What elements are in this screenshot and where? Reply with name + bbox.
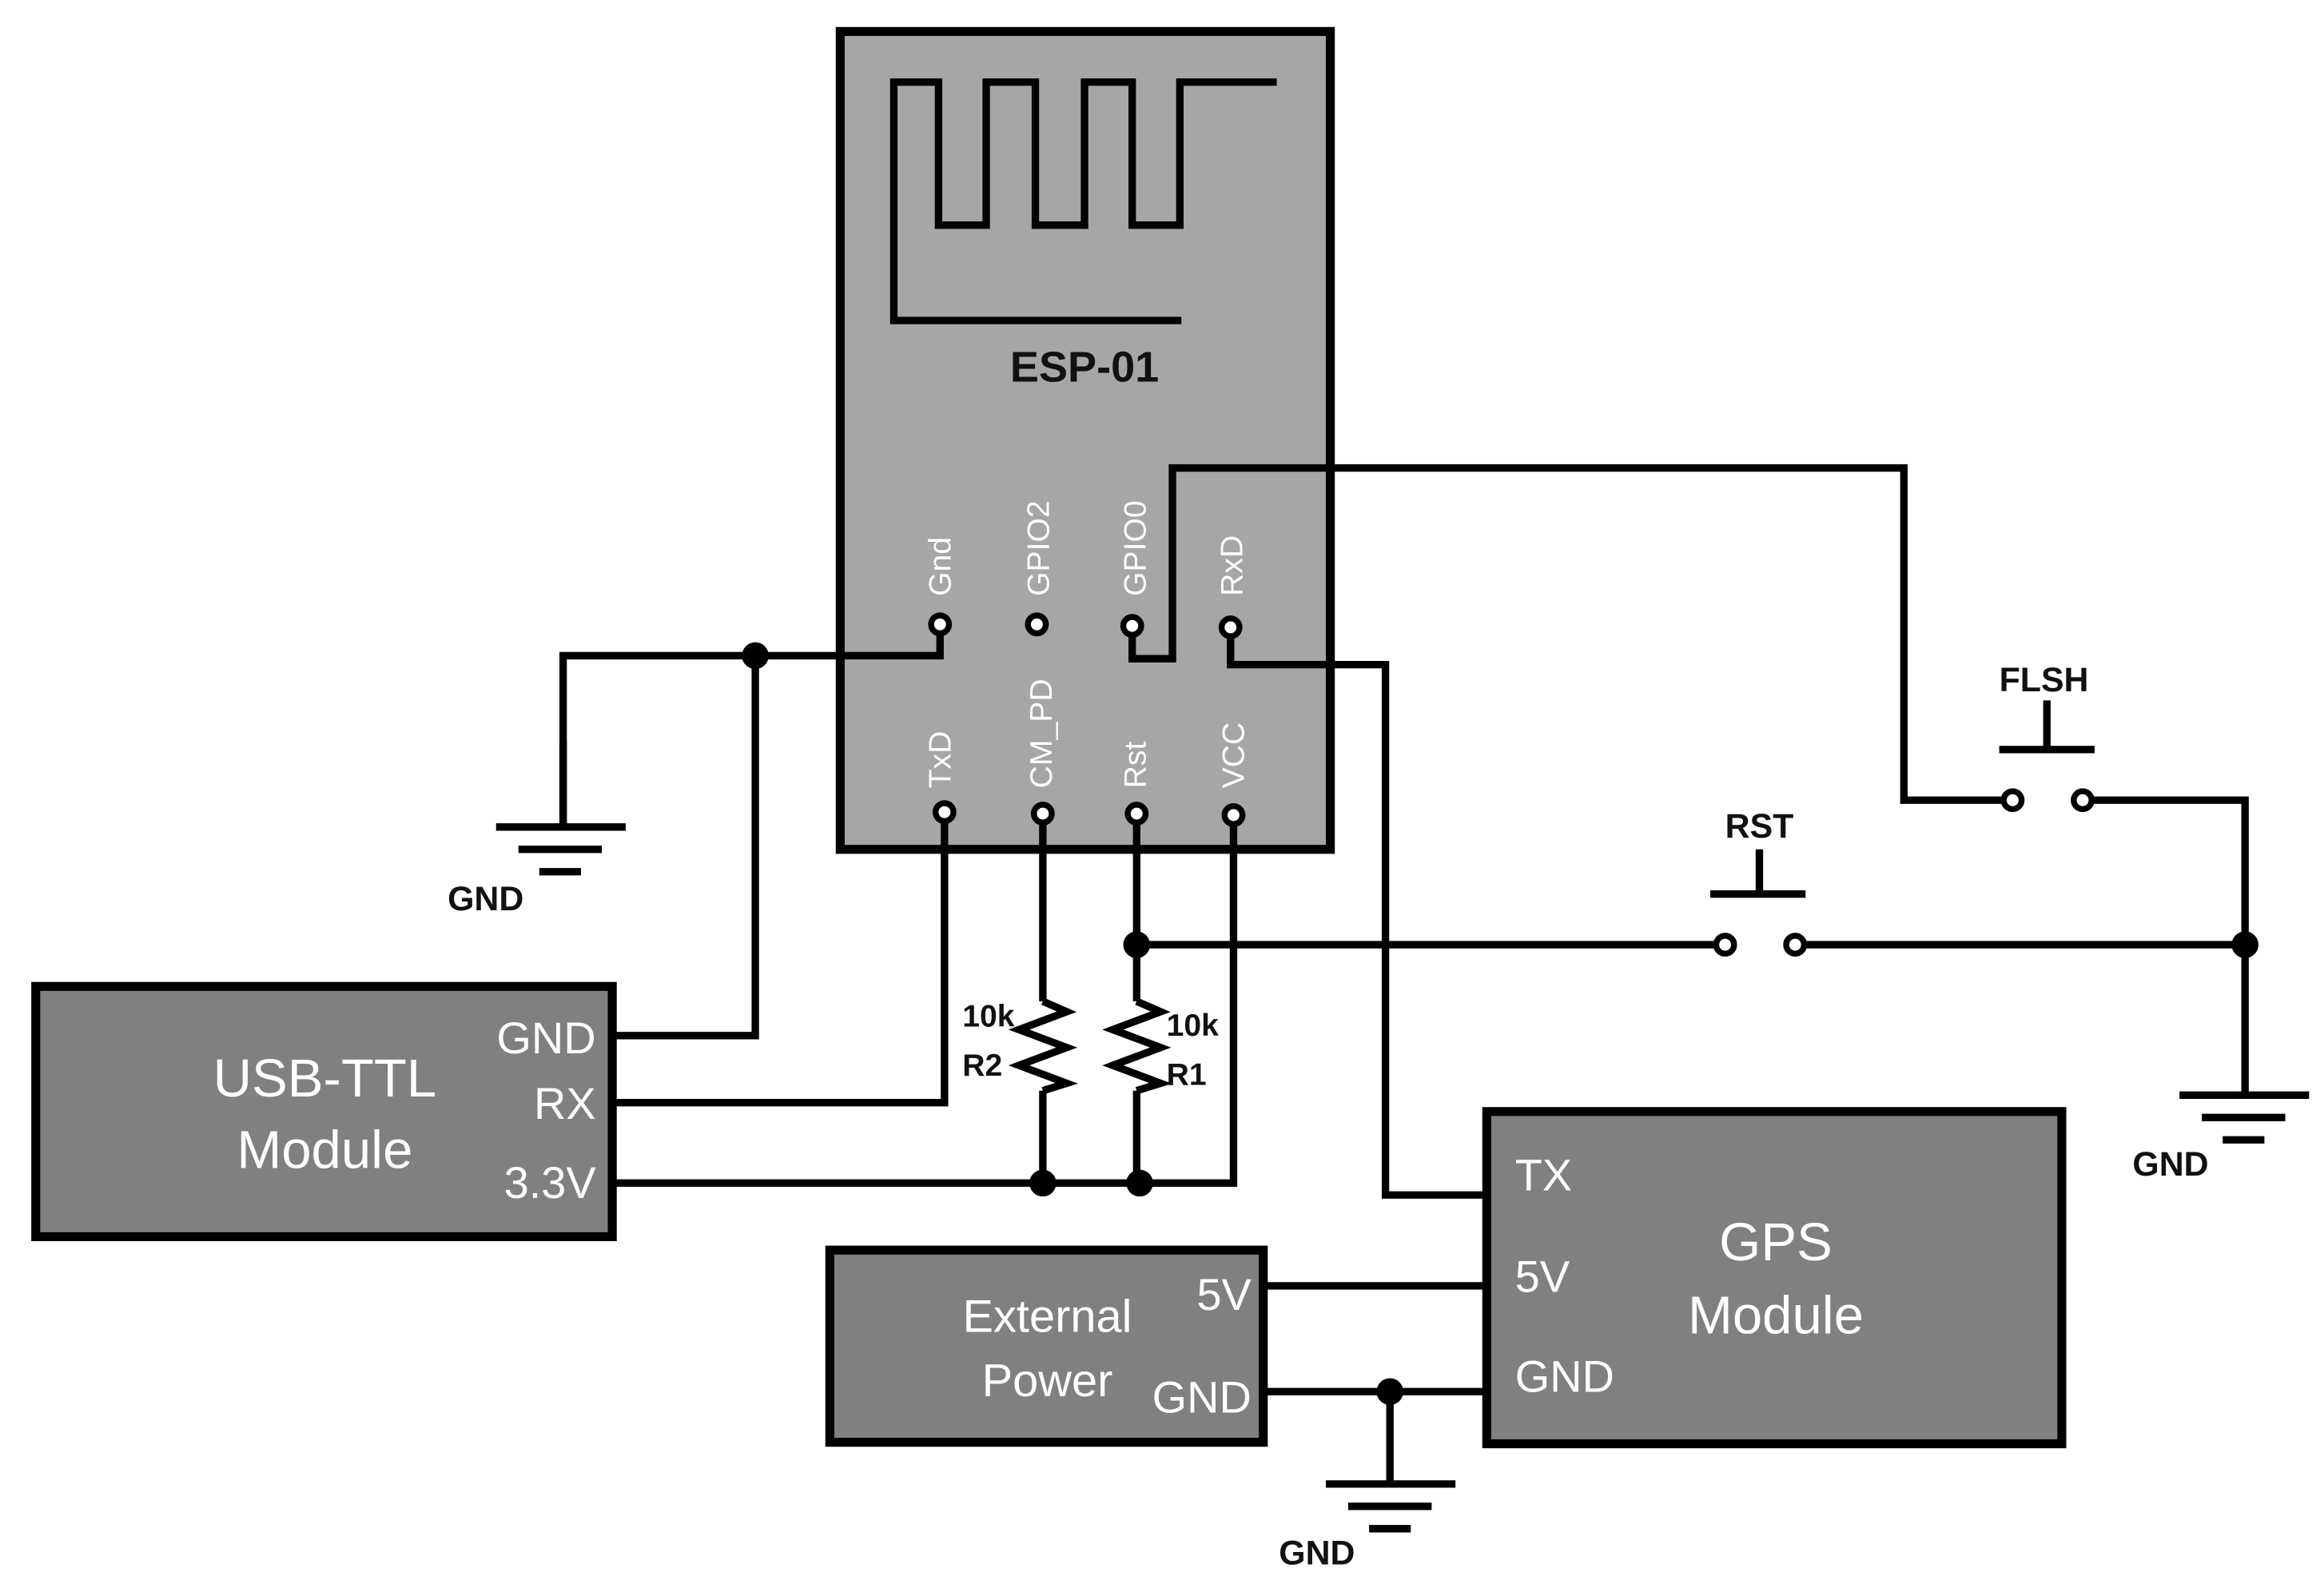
pin-label-txd: TxD [923, 731, 957, 789]
external-power-pin-5v: 5V [1196, 1269, 1252, 1319]
gps-pin-gnd: GND [1515, 1351, 1614, 1401]
external-power-name-line1: External [963, 1291, 1132, 1343]
pin-circle-icon [1124, 802, 1149, 826]
junction-dot-icon [2231, 931, 2258, 958]
external-power-module: External Power 5V GND [825, 1245, 1268, 1447]
usb-ttl-pin-rx: RX [534, 1078, 596, 1128]
junction-dot-icon [1126, 1169, 1153, 1197]
pin-circle-icon [928, 612, 953, 637]
junction-dot-icon [1029, 1169, 1057, 1197]
ground-bottom: GND [1279, 1480, 1456, 1573]
junctions [742, 642, 2258, 1406]
wire-rxd-gps-tx [1227, 636, 1487, 1199]
pin-circle-icon [932, 800, 957, 825]
esp01-title: ESP-01 [1010, 343, 1159, 391]
resistor-r1: 10k R1 [1102, 997, 1220, 1095]
gps-body [1482, 1107, 2067, 1449]
pin-circle-icon [2000, 788, 2025, 813]
flash-button: FLSH [1999, 661, 2095, 813]
pin-label-gpio0: GPIO0 [1118, 500, 1152, 596]
flash-button-label: FLSH [2000, 661, 2089, 699]
junction-dot-icon [1123, 931, 1151, 958]
resistor-icon [1008, 997, 1079, 1095]
ground-symbol-icon [495, 740, 626, 876]
reset-button: RST [1709, 807, 1808, 957]
junction-dot-icon [742, 642, 769, 670]
external-power-body [825, 1245, 1268, 1447]
pin-label-gnd: Gnd [923, 537, 957, 596]
usb-ttl-name-line2: Module [237, 1120, 412, 1180]
push-button-icon [1999, 700, 2095, 754]
gps-module: GPS Module TX 5V GND [1482, 1107, 2067, 1449]
usb-ttl-pin-3v3: 3.3V [504, 1157, 597, 1208]
r1-value: 10k [1167, 1009, 1220, 1043]
r2-name: R2 [962, 1049, 1002, 1083]
pin-label-vcc: VCC [1217, 722, 1252, 789]
push-button-icon [1709, 849, 1806, 898]
gps-name-line2: Module [1688, 1286, 1864, 1346]
wire-flash-right [2091, 796, 2249, 1096]
r1-name: R1 [1167, 1057, 1207, 1092]
external-power-pin-gnd: GND [1152, 1371, 1252, 1422]
gps-name-line1: GPS [1719, 1212, 1833, 1272]
usb-ttl-module: USB-TTL Module GND RX 3.3V [31, 981, 617, 1242]
esp01-module: ESP-01 Gnd GPIO2 GPIO0 RxD TxD CM_PD Rst… [835, 26, 1335, 854]
pin-label-rxd: RxD [1216, 535, 1250, 596]
ground-left: GND [448, 740, 626, 918]
wire-usb-gnd [612, 655, 759, 1040]
pin-circle-icon [1221, 802, 1246, 827]
ground-right: GND [2132, 1091, 2310, 1184]
wires [559, 464, 2249, 1484]
pin-circle-icon [1120, 614, 1144, 639]
ground-symbol-icon [2179, 1091, 2310, 1144]
pin-circle-icon [1218, 615, 1243, 639]
antenna-trace-icon [889, 78, 1277, 324]
usb-ttl-pin-gnd: GND [496, 1013, 595, 1063]
ground-right-label: GND [2132, 1145, 2208, 1184]
pin-label-gpio2: GPIO2 [1021, 500, 1056, 596]
usb-ttl-name-line1: USB-TTL [213, 1049, 437, 1108]
gps-pin-tx: TX [1515, 1150, 1572, 1200]
r2-value: 10k [962, 1000, 1015, 1034]
ground-left-label: GND [448, 880, 523, 918]
usb-ttl-body [31, 981, 617, 1242]
junction-dot-icon [1376, 1378, 1403, 1406]
reset-button-label: RST [1725, 807, 1794, 846]
wire-txd-rx [612, 821, 949, 1107]
pin-label-cm-pd: CM_PD [1025, 679, 1059, 788]
pin-circle-icon [1713, 933, 1737, 957]
wire-gnd-esp [931, 633, 944, 660]
ground-bottom-label: GND [1279, 1534, 1355, 1573]
pin-circle-icon [2071, 788, 2095, 813]
pin-label-rst: Rst [1118, 742, 1152, 789]
pin-circle-icon [1025, 612, 1049, 637]
external-power-name-line2: Power [982, 1355, 1113, 1407]
wire-gpio0-flash [1128, 464, 2003, 804]
resistor-icon [1102, 997, 1172, 1095]
gps-pin-5v: 5V [1515, 1251, 1570, 1301]
resistor-r2: 10k R2 [962, 997, 1079, 1095]
pin-circle-icon [1783, 933, 1808, 957]
ground-symbol-icon [1326, 1480, 1456, 1533]
pin-circle-icon [1030, 802, 1055, 826]
